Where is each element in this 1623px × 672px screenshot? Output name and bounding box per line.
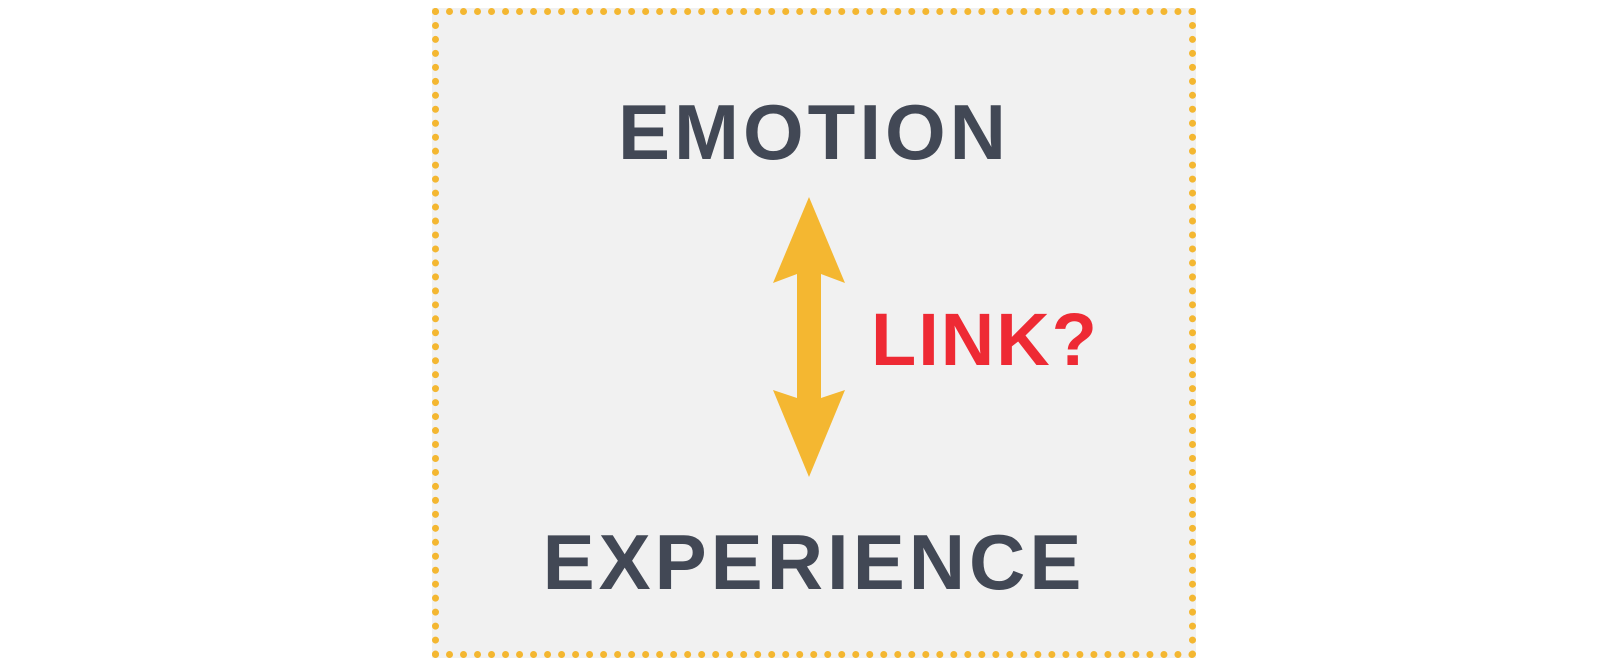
- link-question-label: LINK?: [871, 298, 1099, 381]
- diagram-panel: EMOTION LINK? EXPERIENCE: [432, 8, 1196, 658]
- double-arrow-icon: [773, 197, 845, 477]
- emotion-label: EMOTION: [618, 88, 1010, 176]
- experience-label: EXPERIENCE: [542, 518, 1086, 606]
